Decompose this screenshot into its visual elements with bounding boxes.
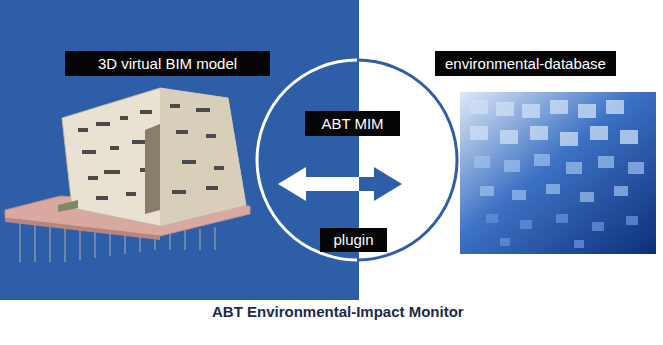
label-text: 3D virtual BIM model xyxy=(90,52,245,76)
label-box: 3D virtual BIM model xyxy=(65,51,270,76)
label-box: ABT MIM xyxy=(305,111,400,136)
label-box: plugin xyxy=(320,228,387,252)
label-box: environmental-database xyxy=(435,51,616,76)
diagram-title: ABT Environmental-Impact Monitor xyxy=(212,303,464,320)
bim-building xyxy=(5,88,250,262)
label-text: ABT MIM xyxy=(313,112,391,136)
arrow-left-half xyxy=(278,167,359,201)
blue-panel xyxy=(0,0,359,300)
label-text: environmental-database xyxy=(437,52,614,76)
arrow-right-half xyxy=(359,167,402,201)
label-text: plugin xyxy=(325,228,381,252)
database-image xyxy=(460,92,656,254)
